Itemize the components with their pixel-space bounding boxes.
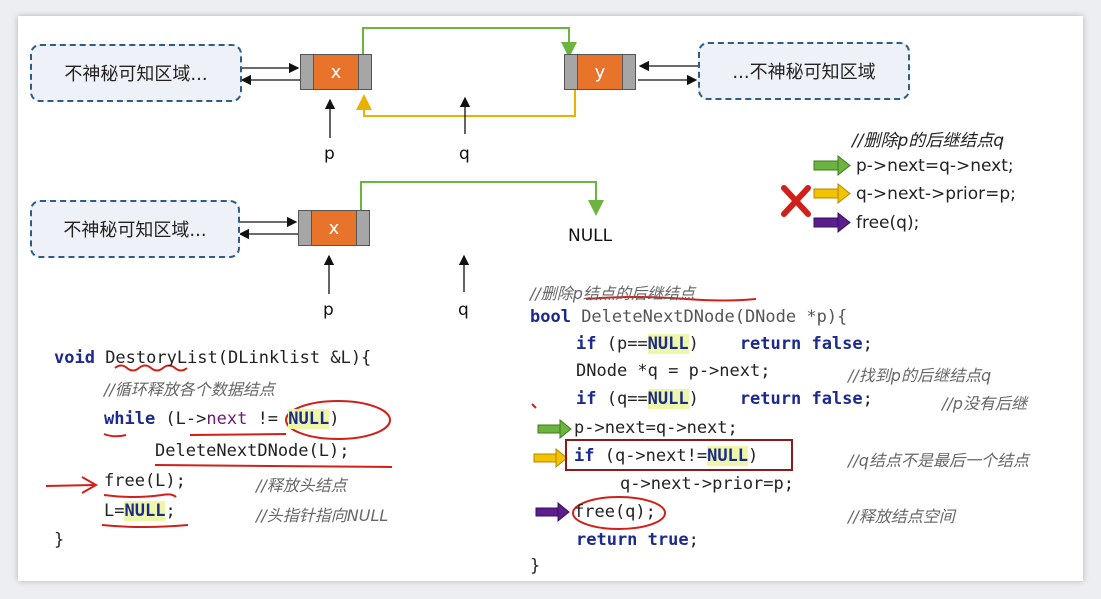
green-arrow-step1: [813, 154, 851, 177]
delete-next-signature: bool DeleteNextDNode(DNode *p){: [530, 307, 848, 327]
node-x-bottom: x: [298, 210, 370, 246]
underline-comment: [585, 296, 757, 302]
pointer-q-label-bottom: q: [458, 300, 469, 320]
next-field: [358, 54, 372, 90]
left-unknown-region: 不神秘可知区域...: [30, 44, 242, 102]
slide: 不神秘可知区域... x y ...不神秘可知区域 p q 不神秘可知区域...…: [18, 16, 1083, 581]
pointer-p-label-bottom: p: [323, 300, 334, 320]
underline-next: [189, 433, 287, 436]
right-unknown-region: ...不神秘可知区域: [698, 42, 910, 100]
yellow-arrow-step2: [813, 182, 851, 205]
destroy-assign: L=NULL;: [104, 501, 176, 521]
step2-text: q->next->prior=p;: [856, 184, 1016, 204]
delete-next-line7: free(q);: [574, 502, 656, 522]
arrow-free-l: [45, 484, 95, 487]
node-value: y: [578, 54, 622, 90]
destroy-call: DeleteNextDNode(L);: [155, 441, 350, 461]
arrow-free-l-head: [81, 476, 99, 494]
pointer-q-label-top: q: [459, 144, 470, 164]
delete-next-line4: p->next=q->next;: [574, 418, 738, 438]
step1-text: p->next=q->next;: [856, 156, 1014, 176]
red-tick: [531, 403, 537, 409]
circle-free-q: [572, 496, 666, 530]
null-label: NULL: [568, 226, 613, 246]
delete-next-line6: q->next->prior=p;: [620, 474, 794, 494]
underline-l-null: [101, 524, 189, 528]
destroy-free: free(L);: [104, 471, 186, 491]
destroy-comment: //循环释放各个数据结点: [104, 380, 275, 399]
delete-next-line2-comment: //找到p的后继结点q: [848, 366, 992, 385]
left-unknown-region-2: 不神秘可知区域...: [30, 200, 240, 258]
yellow-link-top: [356, 90, 576, 117]
delete-next-line3-comment: //p没有后继: [942, 394, 1027, 413]
next-field: [622, 54, 636, 90]
delete-next-comment: //删除p结点的后继结点: [530, 284, 695, 303]
delete-next-line5-comment: //q结点不是最后一个结点: [848, 451, 1029, 470]
step3-text: free(q);: [856, 213, 920, 233]
green-arrow-code: [537, 418, 572, 440]
if-highlight-box: [565, 439, 793, 471]
node-value: x: [312, 210, 356, 246]
underline-while: [103, 433, 127, 438]
circle-null-cond: [285, 400, 391, 440]
destroy-close: }: [54, 530, 65, 550]
prior-field: [564, 54, 578, 90]
delete-next-line2: DNode *q = p->next;: [576, 361, 771, 381]
delete-next-close: }: [530, 556, 541, 576]
delete-next-line3: if (q==NULL) return false;: [576, 389, 873, 409]
prior-field: [298, 210, 312, 246]
underline-destroylist: [114, 364, 188, 372]
green-link-top: [362, 27, 577, 60]
node-value: x: [314, 54, 358, 90]
destroy-assign-comment: //头指针指向NULL: [256, 506, 389, 525]
delete-next-line8: return true;: [576, 530, 699, 550]
purple-arrow-code: [535, 501, 570, 523]
underline-free-l: [103, 493, 177, 498]
delete-next-line1: if (p==NULL) return false;: [576, 334, 873, 354]
pointer-p-label-top: p: [324, 144, 335, 164]
steps-comment: //删除p的后继结点q: [852, 131, 1005, 151]
red-x-mark: [781, 185, 811, 217]
node-y-top: y: [564, 54, 636, 90]
destroy-free-comment: //释放头结点: [256, 476, 347, 495]
delete-next-line5: if (q->next!=NULL): [574, 446, 759, 466]
delete-next-line7-comment: //释放结点空间: [848, 507, 955, 526]
next-field: [356, 210, 370, 246]
prior-field: [300, 54, 314, 90]
yellow-arrow-code: [533, 447, 568, 469]
node-x-top: x: [300, 54, 372, 90]
destroy-while: while (L->next != NULL): [104, 409, 340, 429]
diagram-arrows: [45, 27, 851, 530]
green-link-null: [360, 181, 604, 216]
purple-arrow-step3: [813, 211, 851, 234]
underline-delete-call: [154, 464, 393, 468]
destroy-signature: void DestoryList(DLinklist &L){: [54, 348, 372, 368]
